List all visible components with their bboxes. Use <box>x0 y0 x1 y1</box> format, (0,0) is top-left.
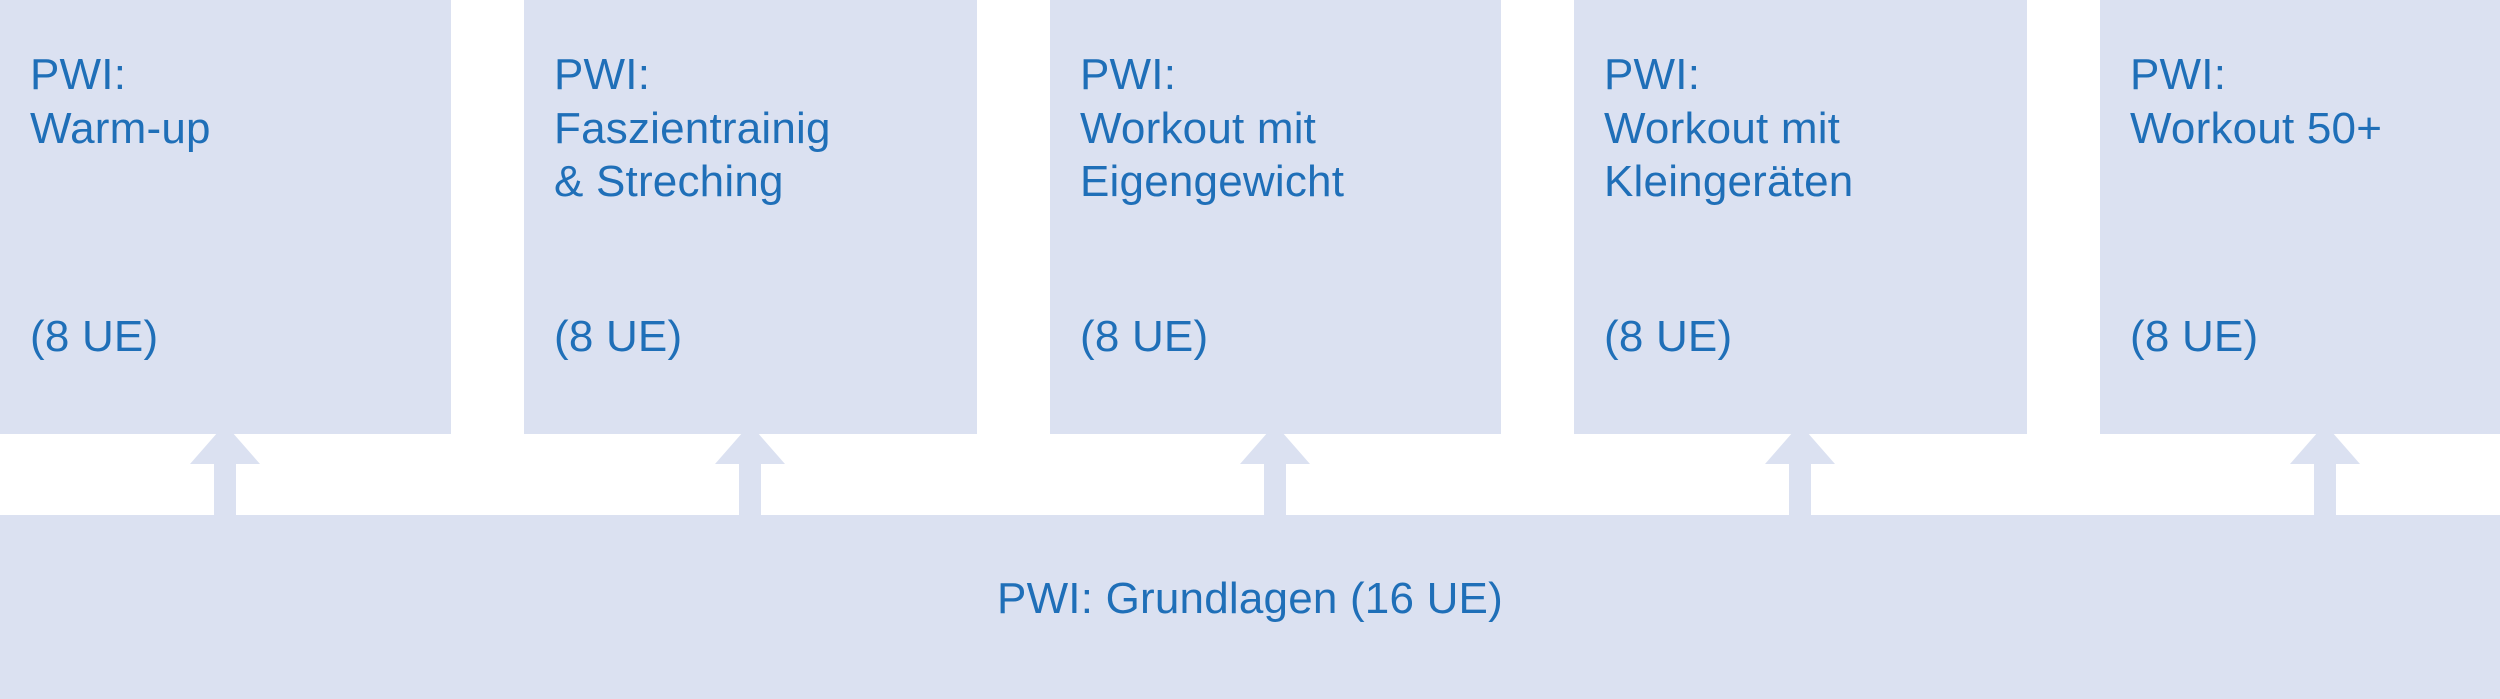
foundation-bar[interactable]: PWI: Grundlagen (16 UE) <box>0 515 2500 699</box>
arrow-to-eigengewicht <box>1240 424 1310 524</box>
arrow-to-workout-50plus <box>2290 424 2360 524</box>
module-units-label: (8 UE) <box>1604 312 1733 361</box>
arrow-to-faszientraining <box>715 424 785 524</box>
module-title: PWI: Warm-up <box>30 50 211 153</box>
module-title: PWI: Workout 50+ <box>2130 50 2383 153</box>
module-units-label: (8 UE) <box>1080 312 1209 361</box>
module-title: PWI: Faszientrainig & Streching <box>554 50 831 207</box>
module-title: PWI: Workout mit Kleingeräten <box>1604 50 1854 207</box>
module-box-faszientraining-streching[interactable]: PWI: Faszientrainig & Streching (8 UE) <box>524 0 977 434</box>
arrow-to-kleingeraeten <box>1765 424 1835 524</box>
module-units-label: (8 UE) <box>30 312 159 361</box>
foundation-bar-label: PWI: Grundlagen (16 UE) <box>997 574 1503 623</box>
module-title: PWI: Workout mit Eigengewicht <box>1080 50 1345 207</box>
module-box-workout-eigengewicht[interactable]: PWI: Workout mit Eigengewicht (8 UE) <box>1050 0 1501 434</box>
module-units-label: (8 UE) <box>2130 312 2259 361</box>
module-units-label: (8 UE) <box>554 312 683 361</box>
modules-row: PWI: Warm-up (8 UE) PWI: Faszientrainig … <box>0 0 2500 434</box>
module-box-warm-up[interactable]: PWI: Warm-up (8 UE) <box>0 0 451 434</box>
module-box-workout-kleingeraeten[interactable]: PWI: Workout mit Kleingeräten (8 UE) <box>1574 0 2027 434</box>
arrow-to-warm-up <box>190 424 260 524</box>
module-box-workout-50plus[interactable]: PWI: Workout 50+ (8 UE) <box>2100 0 2500 434</box>
